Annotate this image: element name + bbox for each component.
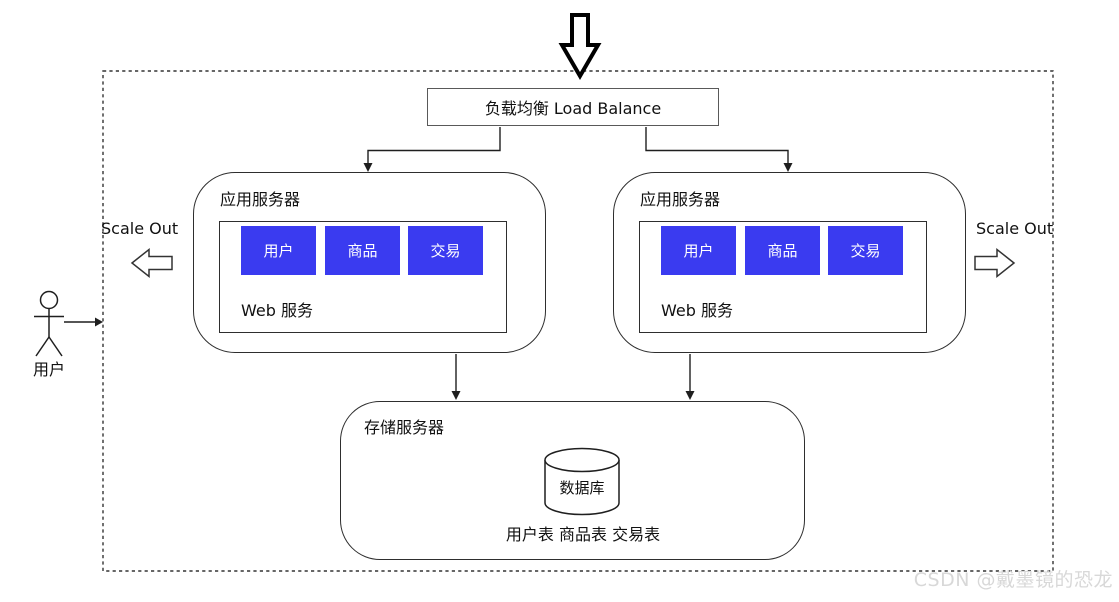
arrowhead-lb-left xyxy=(363,163,373,172)
scale-out-left-arrow-icon xyxy=(130,247,173,279)
arrowhead-lb-right xyxy=(783,163,793,172)
storage-server-box: 存储服务器 xyxy=(340,401,805,560)
database-icon xyxy=(544,447,620,516)
inbound-traffic-arrow-icon xyxy=(558,13,602,80)
load-balancer-box: 负载均衡 Load Balance xyxy=(427,88,719,126)
module-product: 商品 xyxy=(325,226,400,275)
load-balancer-label: 负载均衡 Load Balance xyxy=(484,99,662,118)
actor-label: 用户 xyxy=(32,360,65,379)
scale-out-right-label: Scale Out xyxy=(976,219,1054,238)
web-service-box: 用户 商品 交易 Web 服务 xyxy=(639,221,927,333)
app-server-left: 应用服务器 用户 商品 交易 Web 服务 xyxy=(193,172,546,353)
watermark: CSDN @戴墨镜的恐龙 xyxy=(913,569,1113,591)
user-actor-icon xyxy=(34,290,64,357)
module-product: 商品 xyxy=(745,226,820,275)
module-trade: 交易 xyxy=(408,226,483,275)
web-service-box: 用户 商品 交易 Web 服务 xyxy=(219,221,507,333)
connector-lb-to-right-app xyxy=(645,127,789,164)
app-server-title: 应用服务器 xyxy=(220,190,301,209)
storage-server-title: 存储服务器 xyxy=(364,418,445,437)
web-service-label: Web 服务 xyxy=(661,301,733,320)
web-service-label: Web 服务 xyxy=(241,301,313,320)
database-label: 数据库 xyxy=(559,479,605,497)
arrowhead-storage-left xyxy=(451,391,461,400)
tables-label: 用户表 商品表 交易表 xyxy=(505,525,661,544)
module-trade: 交易 xyxy=(828,226,903,275)
app-server-right: 应用服务器 用户 商品 交易 Web 服务 xyxy=(613,172,966,353)
app-server-title: 应用服务器 xyxy=(640,190,721,209)
arrowhead-actor xyxy=(95,317,103,327)
connector-lb-to-left-app xyxy=(367,127,501,164)
scale-out-right-arrow-icon xyxy=(974,247,1016,279)
module-user: 用户 xyxy=(241,226,316,275)
module-user: 用户 xyxy=(661,226,736,275)
arrowhead-storage-right xyxy=(685,391,695,400)
scale-out-left-label: Scale Out xyxy=(101,219,179,238)
